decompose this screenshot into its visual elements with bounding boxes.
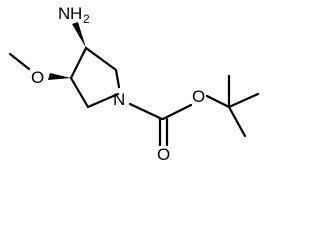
bond-n1-carbonyl (128, 102, 164, 121)
carbonyl-oxygen-label: O (157, 145, 170, 162)
wedge-bond-methoxy (48, 73, 71, 80)
bond-carbonyl-ester-o (161, 103, 193, 121)
bond-o-methyl (8, 52, 31, 71)
amine-hydrogen-label: H (70, 4, 82, 23)
bond-c3-c4 (69, 46, 88, 80)
ester-oxygen-label: O (192, 87, 205, 106)
amine-nitrogen-label: N (58, 4, 70, 23)
ring-nitrogen-label: N (113, 90, 125, 109)
bond-c5-n1 (86, 92, 120, 109)
molecule-structure: N H 2 O N O O (8, 4, 260, 162)
amine-hydrogen-count: 2 (83, 12, 90, 26)
bond-c4-c5 (69, 76, 90, 109)
bond-ester-o-tbu (205, 94, 231, 109)
wedge-bond-amine (72, 22, 86, 48)
bond-c3-c2 (84, 46, 118, 72)
bond-tbu-methyl-right (227, 92, 260, 109)
bond-c2-n1 (114, 68, 121, 89)
ether-oxygen-label: O (31, 68, 44, 87)
bond-tbu-methyl-down (227, 105, 247, 138)
